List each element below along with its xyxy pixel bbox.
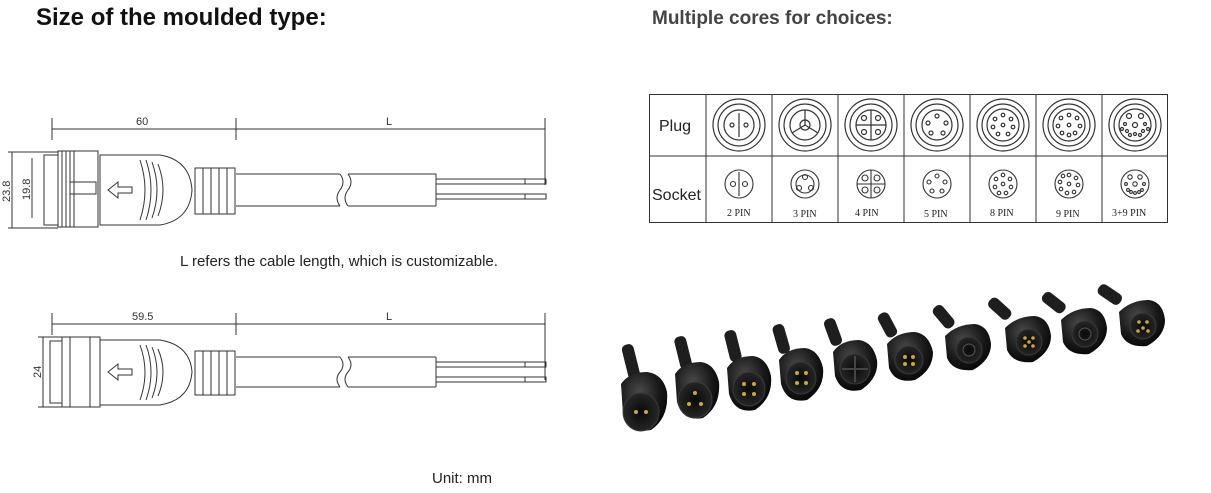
connector-8pin — [932, 304, 991, 371]
connector-5pin — [877, 312, 933, 381]
pin-label-8: 8 PIN — [990, 208, 1014, 219]
connector-3pin — [674, 336, 720, 419]
dim-inner-dia: 19.8 — [21, 179, 33, 200]
pin-label-3plus9: 3+9 PIN — [1112, 208, 1146, 219]
plug-8pin-icon — [976, 98, 1030, 152]
pin-label-4: 4 PIN — [855, 208, 879, 219]
pin-label-5: 5 PIN — [924, 209, 948, 220]
connector-9pin-b — [1041, 291, 1107, 355]
drawing-bottom: 59.5 L 24 — [32, 311, 547, 408]
dim-outer-dia-bottom: 24 — [32, 366, 44, 378]
pin-label-3: 3 PIN — [793, 209, 817, 220]
unit-note: Unit: mm — [432, 470, 492, 487]
row-label-socket: Socket — [652, 187, 701, 204]
cores-heading: Multiple cores for choices: — [652, 8, 893, 29]
connector-4pin-c — [823, 318, 878, 391]
connectors-photo — [621, 284, 1165, 432]
dim-cable-label: L — [386, 116, 392, 128]
plug-3pin-icon — [778, 98, 832, 152]
connector-9pin — [988, 297, 1051, 363]
pin-label-2: 2 PIN — [727, 208, 751, 219]
plug-3plus9pin-icon — [1108, 98, 1162, 152]
plug-9pin-icon — [1042, 98, 1096, 152]
row-label-plug: Plug — [659, 118, 691, 135]
connector-3plus9pin — [1097, 284, 1165, 347]
pin-table: Plug Socket — [649, 94, 1168, 223]
plug-5pin-icon — [910, 98, 964, 152]
cable-length-note: L refers the cable length, which is cust… — [180, 253, 498, 270]
dim-length-label-bottom: 59.5 — [132, 311, 153, 323]
pin-label-9: 9 PIN — [1056, 209, 1080, 220]
plug-2pin-icon — [712, 98, 766, 152]
connector-4pin — [724, 330, 772, 411]
connector-4pin-b — [772, 324, 824, 401]
socket-3plus9pin-icon — [1120, 169, 1150, 199]
dim-cable-label-bottom: L — [386, 311, 392, 323]
dim-outer-dia: 23.8 — [1, 181, 13, 202]
dim-length-label: 60 — [136, 116, 148, 128]
socket-8pin-icon — [988, 169, 1018, 199]
drawing-top: 60 L 23.8 19.8 — [1, 116, 547, 229]
socket-2pin-icon — [724, 169, 754, 199]
moulded-size-heading: Size of the moulded type: — [36, 4, 327, 31]
socket-9pin-icon — [1054, 169, 1084, 199]
socket-5pin-icon — [922, 169, 952, 199]
connector-2pin — [621, 344, 668, 432]
socket-4pin-icon — [856, 169, 886, 199]
plug-4pin-icon — [844, 98, 898, 152]
socket-3pin-icon — [790, 169, 820, 199]
